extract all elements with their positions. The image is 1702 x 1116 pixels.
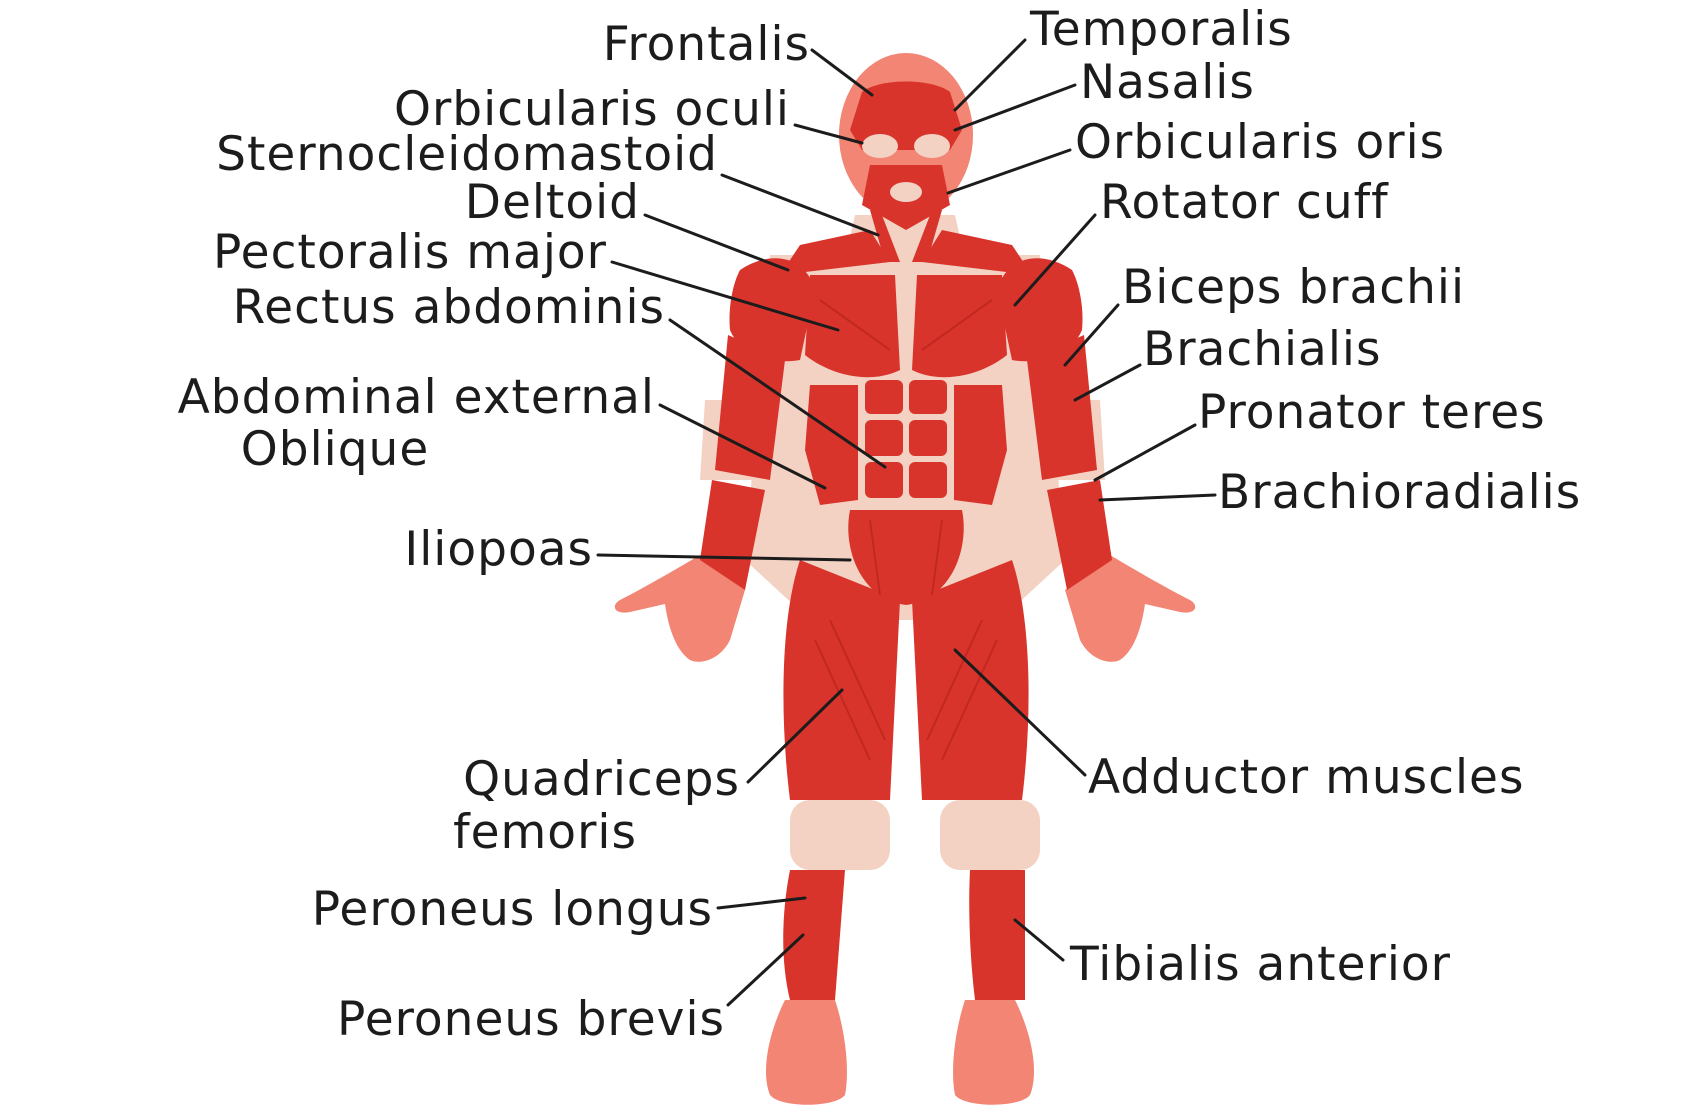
label-peroneus-brevis: Peroneus brevis xyxy=(337,992,725,1047)
label-abdominal-external-line2: Oblique xyxy=(241,422,429,477)
label-brachialis: Brachialis xyxy=(1143,322,1381,377)
label-deltoid: Deltoid xyxy=(465,175,640,230)
label-biceps-brachii: Biceps brachii xyxy=(1122,260,1465,315)
leader-temporalis xyxy=(955,40,1025,110)
label-brachioradialis: Brachioradialis xyxy=(1218,465,1581,520)
label-temporalis: Temporalis xyxy=(1029,2,1293,57)
label-iliopoas: Iliopoas xyxy=(404,522,593,577)
label-rotator-cuff: Rotator cuff xyxy=(1100,175,1389,230)
label-sternocleidomastoid: Sternocleidomastoid xyxy=(216,127,718,182)
label-quadriceps-line1: Quadriceps xyxy=(463,752,740,807)
label-frontalis: Frontalis xyxy=(603,17,810,72)
label-pectoralis-major: Pectoralis major xyxy=(213,225,607,280)
label-orbicularis-oris: Orbicularis oris xyxy=(1075,115,1445,170)
label-peroneus-longus: Peroneus longus xyxy=(312,882,713,937)
label-adductor-muscles: Adductor muscles xyxy=(1088,750,1524,805)
label-quadriceps-line2: femoris xyxy=(453,805,637,860)
label-nasalis: Nasalis xyxy=(1080,55,1255,110)
leader-deltoid xyxy=(645,215,788,270)
label-rectus-abdominis: Rectus abdominis xyxy=(233,280,665,335)
label-pronator-teres: Pronator teres xyxy=(1198,385,1546,440)
leader-brachioradialis xyxy=(1100,495,1215,500)
label-tibialis-anterior: Tibialis anterior xyxy=(1069,937,1451,992)
leader-pronator-teres xyxy=(1095,425,1195,480)
label-abdominal-external-line1: Abdominal external xyxy=(178,370,655,425)
